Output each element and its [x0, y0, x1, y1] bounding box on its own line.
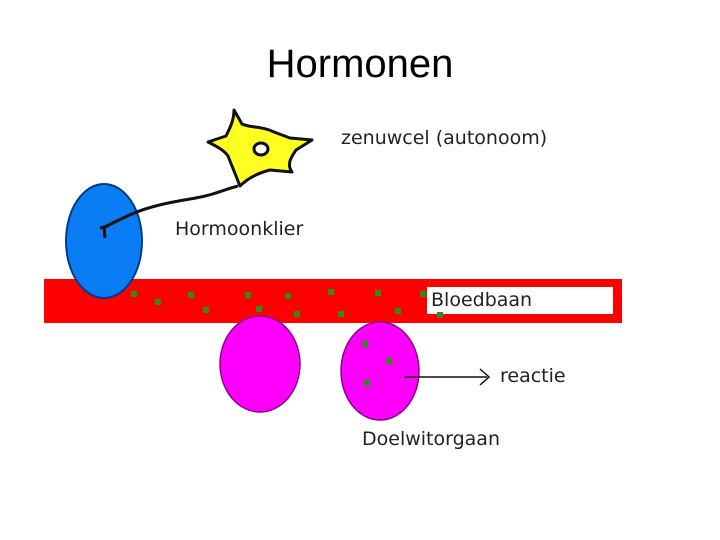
hormone-particle	[364, 380, 370, 386]
reaction-label: reactie	[500, 365, 566, 387]
hormone-particle	[188, 292, 194, 298]
hormone-particle	[203, 307, 209, 313]
hormone-particle	[131, 291, 137, 297]
target-organ	[341, 322, 419, 420]
hormone-particle	[328, 289, 334, 295]
hormone-particle	[256, 306, 262, 312]
hormone-particle	[362, 341, 368, 347]
hormone-particle	[437, 312, 443, 318]
gland-label: Hormoonklier	[175, 218, 303, 240]
organ-left	[220, 316, 300, 412]
hormone-particle	[420, 291, 426, 297]
hormone-particle	[245, 292, 251, 298]
hormone-particle	[294, 311, 300, 317]
bloodstream-label: Bloedbaan	[431, 289, 532, 311]
nerve-cell-label: zenuwcel (autonoom)	[341, 127, 547, 149]
target-organ-label: Doelwitorgaan	[362, 428, 500, 450]
hormone-particle	[395, 308, 401, 314]
hormone-particle	[386, 358, 392, 364]
nerve-cell-nucleus	[254, 143, 268, 155]
hormone-particle	[338, 311, 344, 317]
hormone-particle	[155, 299, 161, 305]
hormone-gland	[66, 184, 142, 298]
hormone-particle	[285, 293, 291, 299]
hormone-particle	[375, 290, 381, 296]
